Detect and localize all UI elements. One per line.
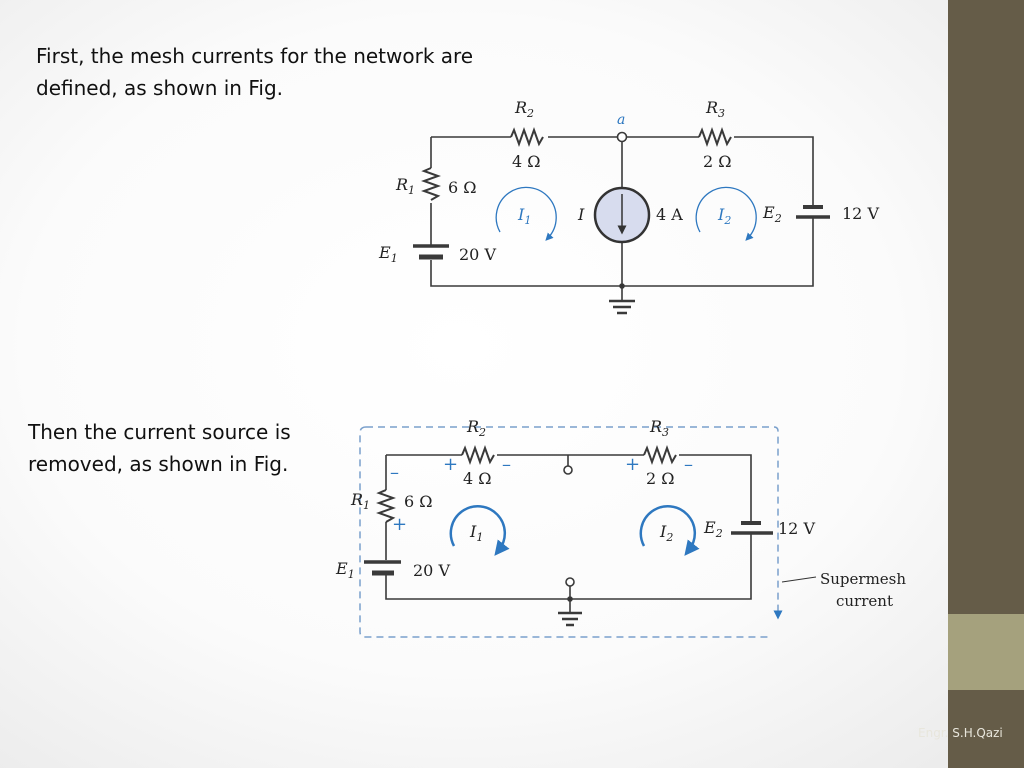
r2-value: 4 Ω: [463, 469, 492, 488]
sidebar-band: [948, 614, 1024, 690]
open-terminal-top: [563, 465, 573, 475]
r2-plus-sign: +: [443, 454, 458, 475]
e1-label: E1: [378, 243, 398, 265]
r1-label: R1: [350, 490, 370, 512]
mesh-i2-arrow-icon: [639, 505, 700, 556]
ground-icon: [558, 611, 582, 627]
supermesh-leader-line: [781, 576, 817, 583]
r3-plus-sign: +: [625, 454, 640, 475]
mesh-i1-arrow-icon: [449, 505, 510, 556]
node-a-label: a: [617, 112, 625, 128]
mesh-i1-arrow-icon: [495, 186, 557, 241]
i2-label: I2: [659, 522, 673, 544]
slide-text-mesh-defined: First, the mesh currents for the network…: [36, 44, 474, 100]
i1-label: I1: [517, 205, 531, 227]
e2-label: E2: [762, 203, 782, 225]
footer-author: Engr. S.H.Qazi: [918, 726, 1003, 740]
r3-label: R3: [649, 417, 669, 439]
resistor-r3: [643, 445, 677, 465]
figure-1-labels: R2 4 Ω R3 2 Ω a R1 6 Ω E1 20 V E2 12 V I…: [378, 98, 879, 265]
current-source-label: I: [577, 205, 585, 224]
r1-plus-sign: +: [392, 514, 407, 535]
i2-label: I2: [717, 205, 731, 227]
resistor-r1: [421, 167, 441, 201]
r1-value: 6 Ω: [448, 178, 477, 197]
r1-label: R1: [395, 175, 415, 197]
e2-value: 12 V: [842, 204, 879, 223]
e1-label: E1: [335, 559, 355, 581]
supermesh-label-line2: current: [836, 592, 893, 610]
current-source-value: 4 A: [656, 205, 683, 224]
figure-2-supermesh: [359, 426, 817, 638]
resistor-r1: [376, 489, 396, 523]
r2-label: R2: [466, 417, 486, 439]
r2-value: 4 Ω: [512, 152, 541, 171]
resistor-r2: [510, 127, 544, 147]
i1-label: I1: [469, 522, 483, 544]
e1-value: 20 V: [413, 561, 450, 580]
wire: [734, 136, 814, 207]
figure-1-mesh-currents: [413, 127, 830, 315]
r1-value: 6 Ω: [404, 492, 433, 511]
r1-minus-sign: –: [390, 462, 399, 483]
ground-icon: [609, 299, 635, 315]
node-a: [616, 131, 628, 143]
e1-value: 20 V: [459, 245, 496, 264]
e2-value: 12 V: [778, 519, 815, 538]
supermesh-label-line1: Supermesh: [820, 570, 906, 588]
e2-label: E2: [703, 518, 723, 540]
r3-value: 2 Ω: [646, 469, 675, 488]
r3-minus-sign: –: [684, 454, 693, 475]
resistor-r2: [461, 445, 495, 465]
r3-value: 2 Ω: [703, 152, 732, 171]
figure-2-labels: R2 4 Ω R3 2 Ω R1 6 Ω E1 20 V E2 12 V I1 …: [335, 417, 906, 610]
r2-label: R2: [514, 98, 534, 120]
resistor-r3: [698, 127, 732, 147]
r3-label: R3: [705, 98, 725, 120]
mesh-i2-arrow-icon: [695, 186, 757, 241]
slide-text-source-removed: Then the current source is removed, as s…: [28, 420, 291, 476]
open-terminal-bottom: [565, 577, 575, 587]
r2-minus-sign: –: [502, 454, 511, 475]
supermesh-boundary: [366, 426, 783, 620]
